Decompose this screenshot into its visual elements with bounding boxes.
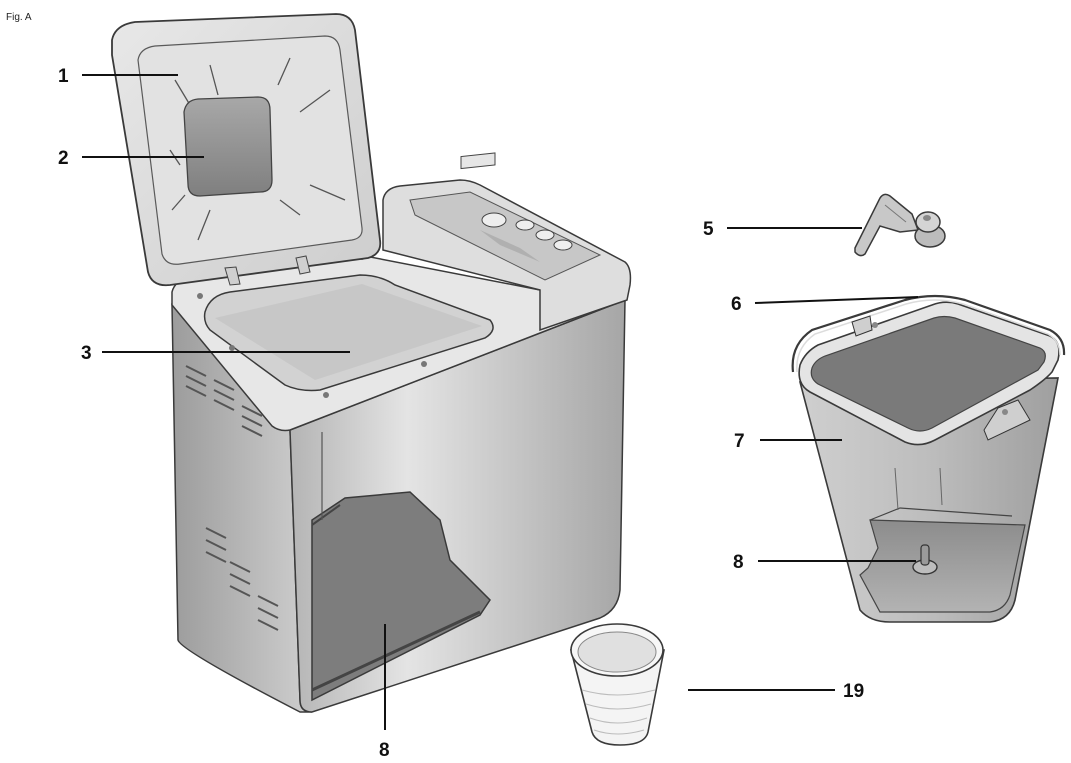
callout-bread-pan: 7 [734,431,745,452]
viewing-window [183,96,273,197]
measuring-cup [569,623,665,746]
callout-pan-drive-shaft: 8 [733,552,744,573]
callout-viewing-window: 2 [58,148,69,169]
callout-kneading-paddle: 5 [703,219,714,240]
callout-baking-chamber: 3 [81,343,92,364]
callout-lid: 1 [58,66,69,87]
pan-handle [791,294,1066,373]
figure-title: Fig. A [6,12,32,23]
leader-lines [82,74,919,730]
callout-pan-handle: 6 [731,294,742,315]
callout-measuring-cup: 19 [843,681,864,702]
leader-line-6 [754,296,919,304]
kneading-paddle [854,193,946,257]
bread-maker [111,13,632,713]
callout-chamber-drive: 8 [379,740,390,761]
bread-pan [791,294,1066,623]
